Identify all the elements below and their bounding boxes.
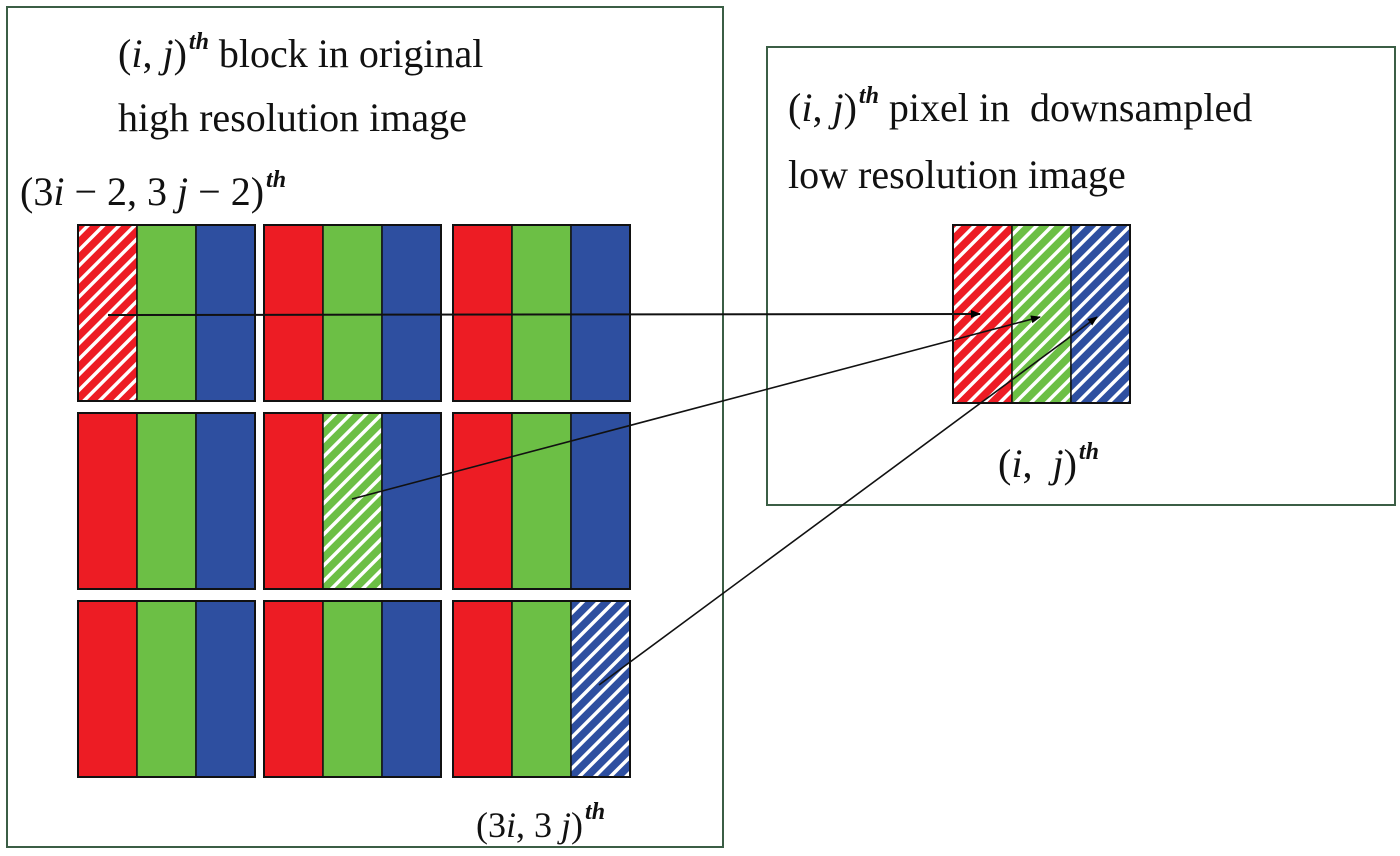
- first-pixel-index-label: (3i − 2, 3 j − 2)th: [20, 167, 287, 214]
- hr-pixel-outline: [452, 600, 631, 778]
- hr-subpixel-red: [452, 224, 513, 402]
- lr-subpixel-green: [1011, 224, 1072, 404]
- low-res-title-line-1: (i, j)th pixel in downsampled: [788, 83, 1253, 130]
- hr-pixel-outline: [263, 224, 442, 402]
- arrow-green-to-output: [351, 315, 1041, 500]
- hr-subpixel-blue: [381, 412, 442, 590]
- high-resolution-block-panel: [6, 6, 724, 848]
- hr-pixel-outline: [77, 412, 256, 590]
- high-res-title-line-1: (i, j)th block in original: [118, 29, 484, 76]
- hr-subpixel-red: [77, 412, 138, 590]
- hr-subpixel-red: [452, 412, 513, 590]
- hr-pixel-r1-c3: [452, 224, 631, 402]
- hr-pixel-r3-c2: [263, 600, 442, 778]
- hr-pixel-r1-c2: [263, 224, 442, 402]
- arrow-blue-to-output: [598, 316, 1098, 686]
- hr-subpixel-red: [263, 600, 324, 778]
- lr-subpixel-blue: [1070, 224, 1131, 404]
- hr-subpixel-green: [322, 600, 383, 778]
- hr-subpixel-green: [511, 224, 572, 402]
- hr-pixel-r2-c2: [263, 412, 442, 590]
- hr-pixel-outline: [77, 224, 256, 402]
- hr-subpixel-red: [263, 224, 324, 402]
- hr-pixel-outline: [452, 412, 631, 590]
- hr-subpixel-blue: [195, 412, 256, 590]
- last-pixel-index-label: (3i, 3 j)th: [476, 799, 606, 845]
- hr-subpixel-green: [511, 412, 572, 590]
- hr-pixel-r1-c1: [77, 224, 256, 402]
- hr-subpixel-blue-sampled: [570, 600, 631, 778]
- hr-pixel-outline: [77, 600, 256, 778]
- hr-subpixel-green-sampled: [322, 412, 383, 590]
- hr-subpixel-red: [452, 600, 513, 778]
- hr-pixel-outline: [263, 412, 442, 590]
- hr-subpixel-red: [77, 600, 138, 778]
- hr-subpixel-blue: [381, 600, 442, 778]
- high-res-title-line-2: high resolution image: [118, 95, 467, 140]
- hr-subpixel-green: [136, 600, 197, 778]
- arrow-red-to-output: [107, 310, 981, 319]
- low-res-title-line-2: low resolution image: [788, 152, 1126, 197]
- hr-subpixel-blue: [381, 224, 442, 402]
- hr-pixel-r2-c3: [452, 412, 631, 590]
- low-resolution-pixel-panel: [766, 46, 1396, 506]
- hr-subpixel-red-sampled: [77, 224, 138, 402]
- hr-subpixel-blue: [570, 412, 631, 590]
- output-pixel-index-label: (i, j)th: [998, 439, 1099, 486]
- hr-pixel-r2-c1: [77, 412, 256, 590]
- hr-subpixel-blue: [570, 224, 631, 402]
- hr-subpixel-green: [136, 224, 197, 402]
- hr-subpixel-blue: [195, 600, 256, 778]
- hr-subpixel-green: [322, 224, 383, 402]
- hr-subpixel-green: [511, 600, 572, 778]
- hr-pixel-outline: [452, 224, 631, 402]
- hr-pixel-r3-c3: [452, 600, 631, 778]
- hr-pixel-r3-c1: [77, 600, 256, 778]
- hr-subpixel-red: [263, 412, 324, 590]
- hr-subpixel-green: [136, 412, 197, 590]
- hr-subpixel-blue: [195, 224, 256, 402]
- hr-pixel-outline: [263, 600, 442, 778]
